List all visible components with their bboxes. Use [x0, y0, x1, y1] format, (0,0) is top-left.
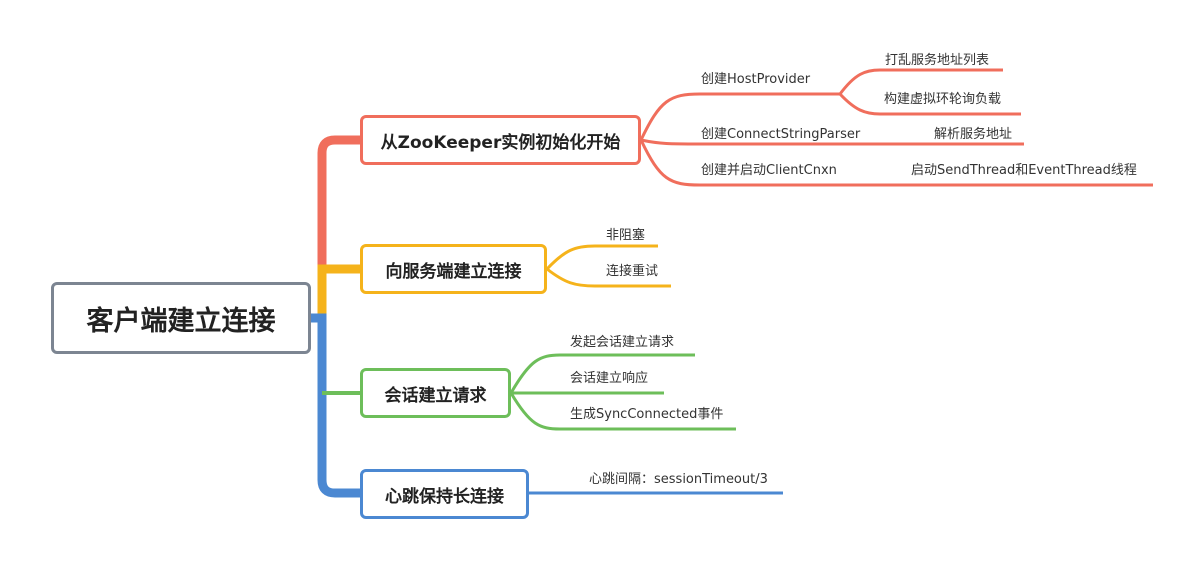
b3-to-request — [509, 353, 695, 394]
branch-label: 会话建立请求 — [384, 385, 487, 406]
b2-to-retry — [546, 267, 671, 288]
leaf-parse-addresses[interactable]: 解析服务地址 — [934, 127, 1013, 142]
b1-to-connectstring — [640, 138, 920, 146]
hostprovider-to-leaf1 — [838, 68, 1003, 95]
leaf-virtual-ring[interactable]: 构建虚拟环轮询负载 — [884, 92, 1002, 107]
b2-to-nonblocking — [545, 244, 658, 271]
root-node[interactable]: 客户端建立连接 — [51, 282, 311, 354]
leaf-syncconnected-event[interactable]: 生成SyncConnected事件 — [570, 407, 724, 422]
branch-node-session-request[interactable]: 会话建立请求 — [360, 368, 511, 418]
branch-label: 向服务端建立连接 — [385, 261, 522, 282]
root-label: 客户端建立连接 — [86, 305, 276, 337]
branch-node-zookeeper-init[interactable]: 从ZooKeeper实例初始化开始 — [360, 115, 641, 165]
b3-to-event — [509, 392, 736, 431]
subnode-create-hostprovider[interactable]: 创建HostProvider — [701, 72, 811, 87]
branch-node-connect-server[interactable]: 向服务端建立连接 — [360, 244, 547, 294]
branch-label: 心跳保持长连接 — [385, 486, 504, 507]
trunk-segment-3 — [311, 313, 360, 498]
trunk-segment-1 — [317, 135, 360, 268]
b1-to-hostprovider — [639, 92, 840, 141]
leaf-heartbeat-interval[interactable]: 心跳间隔：sessionTimeout/3 — [589, 472, 768, 487]
leaf-non-blocking[interactable]: 非阻塞 — [606, 228, 646, 243]
leaf-send-session-request[interactable]: 发起会话建立请求 — [570, 335, 675, 350]
subnode-create-connectstringparser[interactable]: 创建ConnectStringParser — [701, 127, 861, 142]
hostprovider-to-leaf2 — [838, 92, 1021, 116]
leaf-shuffle-addresses[interactable]: 打乱服务地址列表 — [885, 53, 990, 68]
branch-label: 从ZooKeeper实例初始化开始 — [380, 132, 621, 153]
b1-to-clientcnxn — [639, 139, 900, 187]
branch-node-heartbeat[interactable]: 心跳保持长连接 — [360, 469, 529, 519]
leaf-session-response[interactable]: 会话建立响应 — [570, 371, 649, 386]
leaf-start-threads[interactable]: 启动SendThread和EventThread线程 — [911, 163, 1137, 178]
subnode-create-clientcnxn[interactable]: 创建并启动ClientCnxn — [701, 163, 837, 178]
trunk-segment-2 — [317, 264, 360, 318]
leaf-connect-retry[interactable]: 连接重试 — [606, 264, 659, 279]
